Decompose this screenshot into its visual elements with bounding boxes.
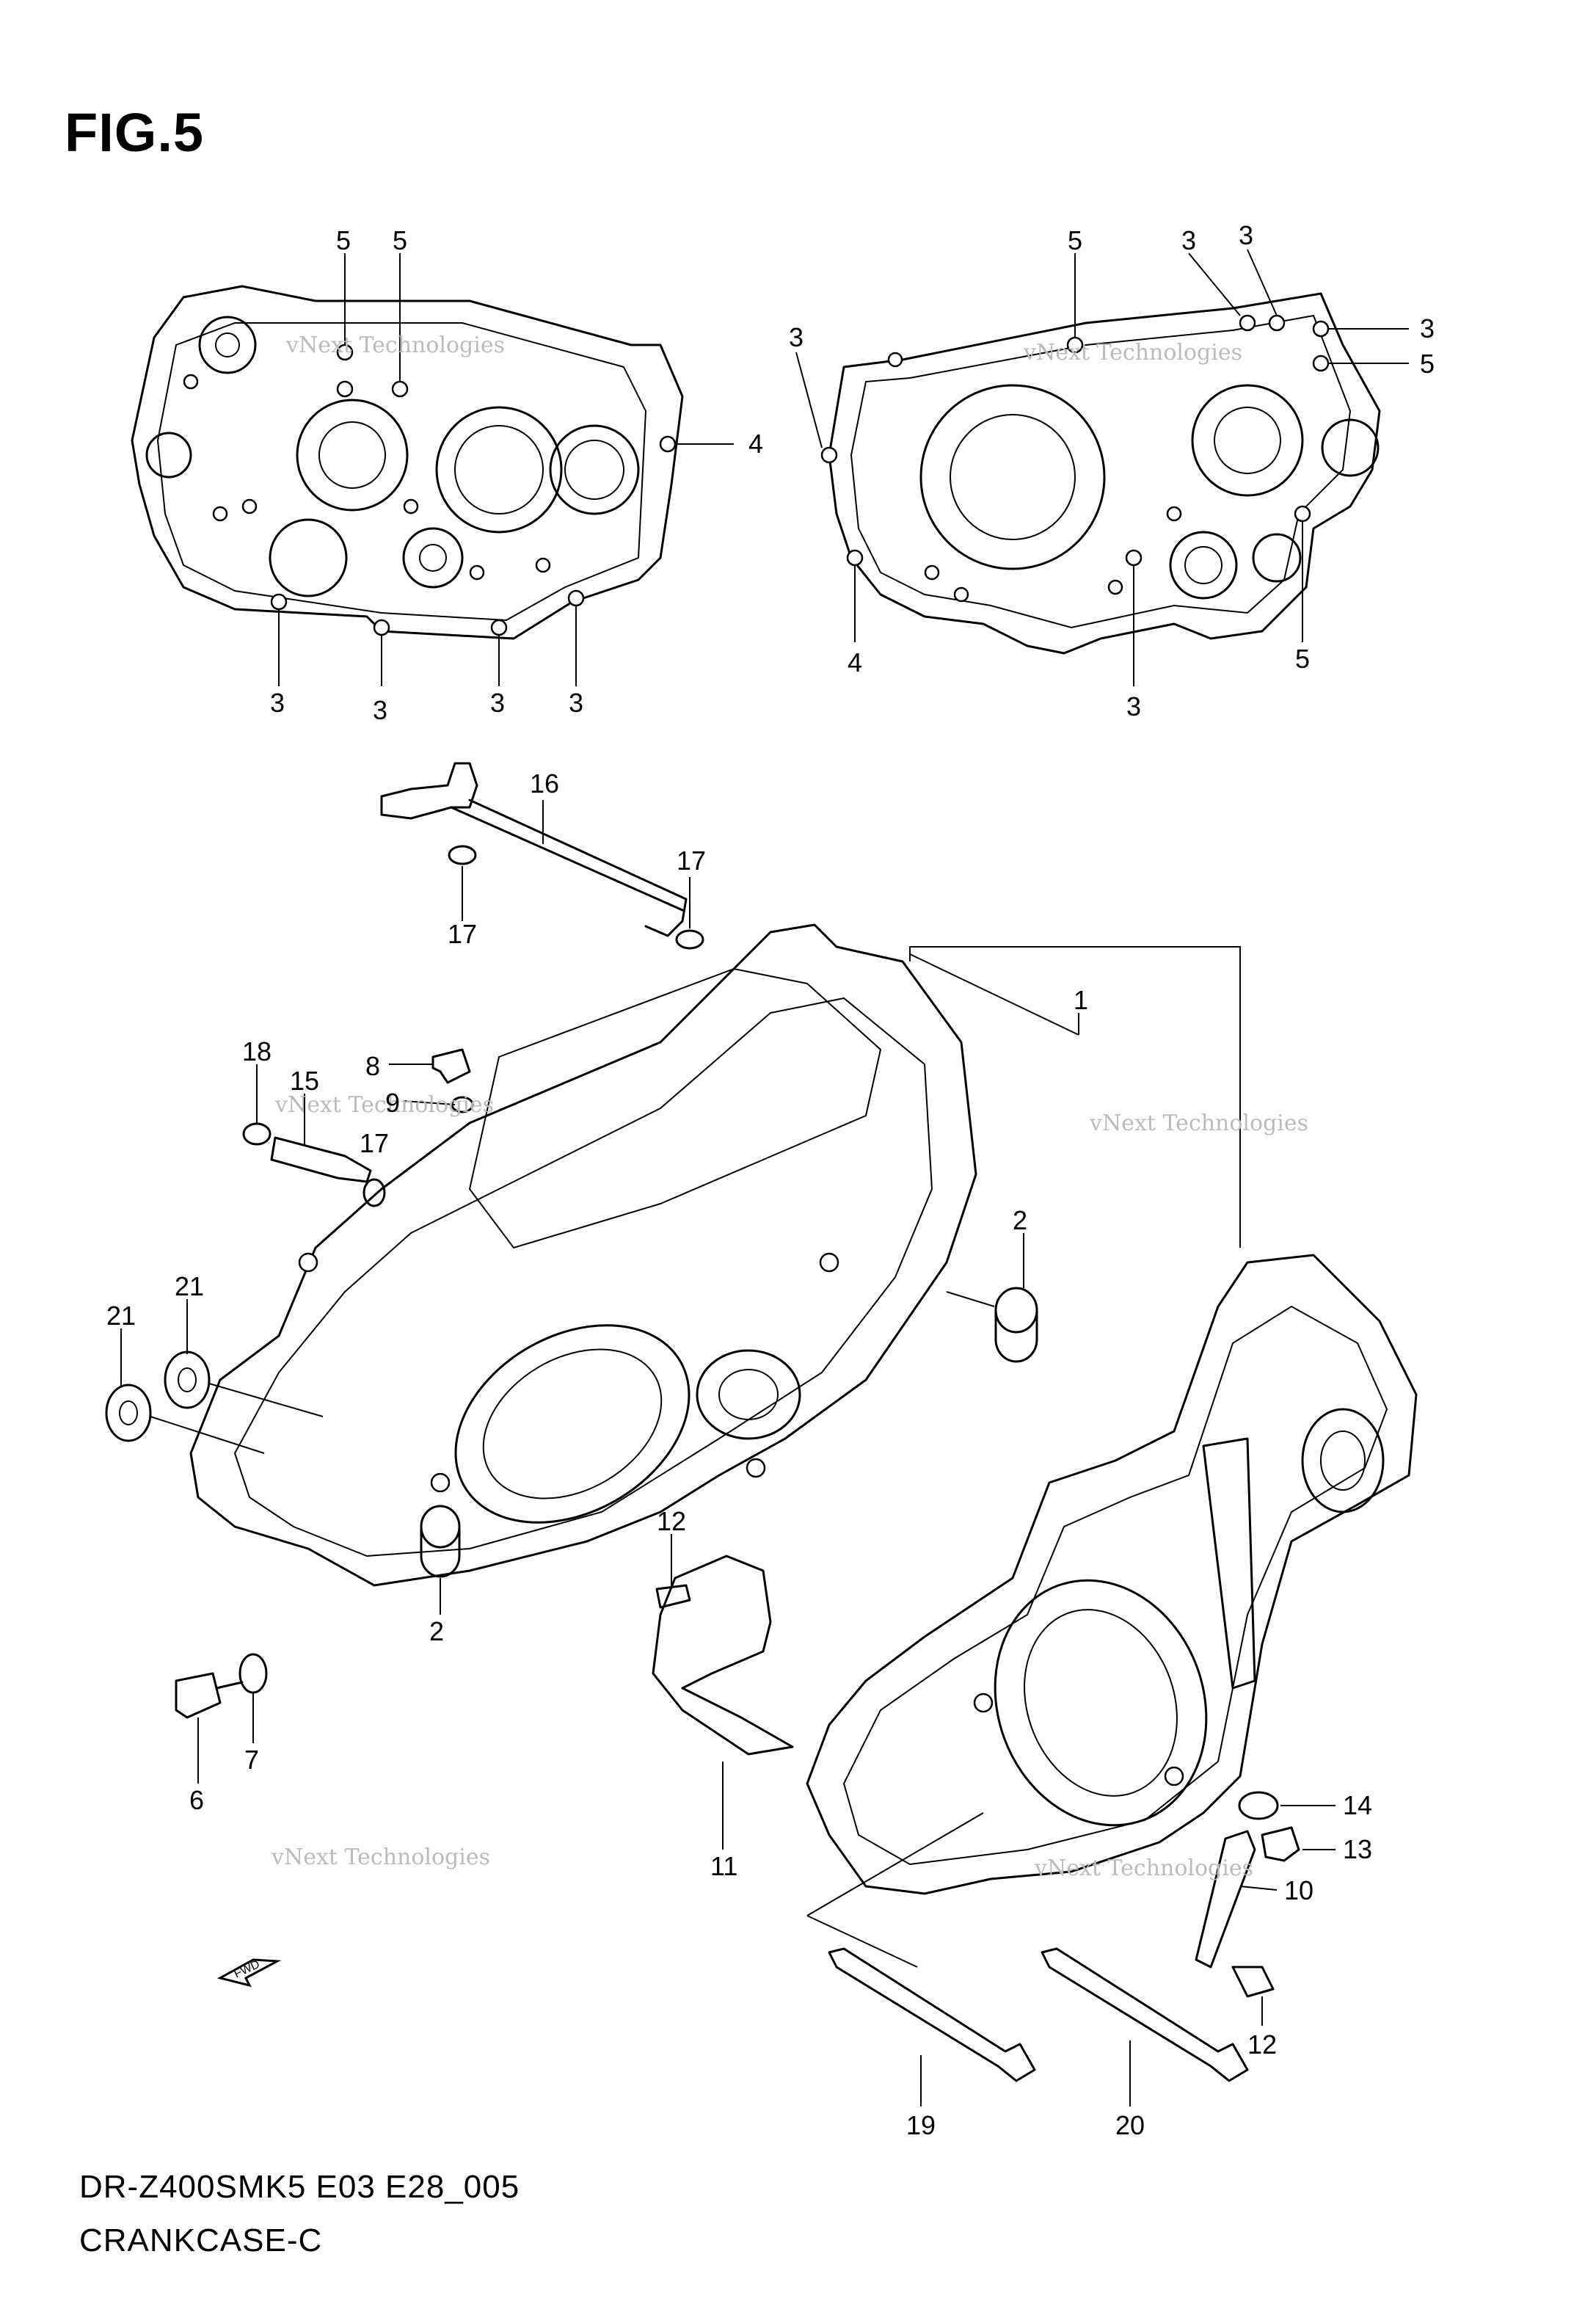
figure-title: FIG.5 [65, 102, 205, 163]
model-code: DR-Z400SMK5 E03 E28_005 [79, 2169, 520, 2205]
watermark-text-4: vNext Technologies [274, 1092, 494, 1118]
watermark-text-1: vNext Technologies [285, 332, 505, 358]
callout-7: 7 [244, 1745, 259, 1775]
callout-17: 17 [677, 846, 706, 876]
plug-washer-bracket [1195, 1791, 1300, 1998]
callout-3: 3 [789, 322, 804, 352]
callout-labels: 5 5 4 3 3 3 3 5 3 3 3 3 5 5 4 3 16 17 17… [106, 220, 1435, 2140]
callout-21: 21 [106, 1301, 136, 1331]
callout-5: 5 [1068, 225, 1082, 255]
callout-4: 4 [848, 647, 862, 677]
callout-18: 18 [242, 1036, 272, 1066]
callout-11: 11 [710, 1851, 737, 1881]
section-name: CRANKCASE-C [79, 2222, 323, 2258]
callout-2: 2 [1013, 1205, 1027, 1235]
callout-5: 5 [336, 225, 351, 255]
callout-3: 3 [270, 688, 285, 718]
callout-5: 5 [393, 225, 407, 255]
callout-21: 21 [175, 1271, 204, 1301]
callout-16: 16 [530, 768, 559, 799]
callout-8: 8 [365, 1051, 380, 1081]
callout-12: 12 [657, 1506, 686, 1536]
dowel-pin-upper [994, 1287, 1038, 1363]
callout-3: 3 [569, 688, 583, 718]
callout-3: 3 [490, 688, 505, 718]
callout-20: 20 [1115, 2110, 1145, 2140]
callout-5: 5 [1295, 644, 1310, 674]
left-crankcase-inner-view [131, 253, 734, 686]
callout-3: 3 [1239, 220, 1253, 250]
callout-14: 14 [1343, 1790, 1372, 1820]
watermark-text-6: vNext Technologies [1034, 1855, 1253, 1881]
crankcase-assembly-exploded [105, 762, 1418, 2106]
callout-3: 3 [373, 695, 387, 725]
callout-1: 1 [1074, 985, 1088, 1015]
dowel-pin-lower [420, 1505, 461, 1578]
callout-15: 15 [290, 1066, 319, 1096]
callout-6: 6 [189, 1785, 204, 1815]
callout-3: 3 [1126, 691, 1141, 721]
callout-19: 19 [906, 2110, 936, 2140]
oil-pipe [380, 762, 704, 950]
watermark-group: vNext Technologies vNext Technologies vN… [271, 332, 1308, 1881]
callout-10: 10 [1284, 1875, 1313, 1905]
callout-4: 4 [748, 429, 763, 459]
fwd-arrow-icon: FWD [216, 1958, 282, 1988]
callout-5: 5 [1420, 349, 1435, 379]
watermark-text-3: vNext Technologies [1089, 1110, 1308, 1136]
long-bolts [806, 1812, 1249, 2082]
callout-17: 17 [360, 1128, 389, 1158]
callout-3: 3 [1420, 313, 1435, 343]
watermark-text-2: vNext Technologies [1023, 340, 1242, 366]
oil-jet-and-orings [242, 1048, 474, 1207]
washer-pair [105, 1351, 324, 1454]
callout-17: 17 [448, 919, 477, 949]
right-crankcase-inner-view [795, 249, 1409, 686]
callout-12: 12 [1247, 2029, 1277, 2060]
watermark-text-5: vNext Technologies [271, 1844, 490, 1870]
callout-3: 3 [1181, 225, 1196, 255]
callout-13: 13 [1343, 1834, 1372, 1864]
callout-9: 9 [385, 1088, 400, 1118]
callout-2: 2 [429, 1616, 444, 1646]
